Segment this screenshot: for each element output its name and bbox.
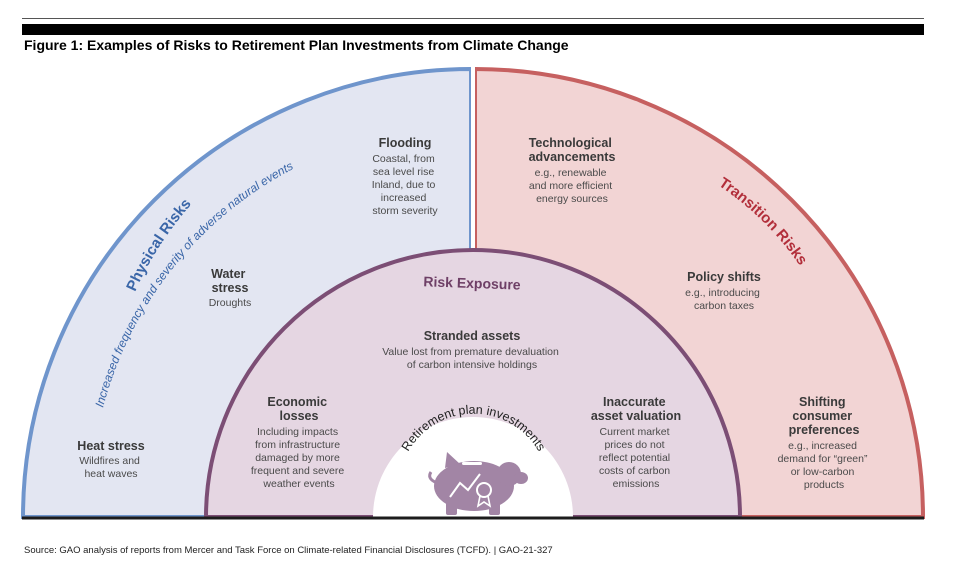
asset-valuation-exposure: Inaccurate asset valuation Current marke… (591, 395, 681, 490)
flooding-desc: Coastal, from sea level rise Inland, due… (372, 153, 439, 217)
economic-desc: Including impacts from infrastructure da… (251, 426, 347, 490)
water-stress-risk: Water stress Droughts (209, 267, 252, 309)
policy-shifts-risk: Policy shifts e.g., introducing carbon t… (685, 270, 763, 312)
consumer-title: Shifting consumer preferences (789, 395, 860, 437)
water-stress-desc: Droughts (209, 297, 252, 309)
economic-losses-exposure: Economic losses Including impacts from i… (251, 395, 347, 490)
stranded-title: Stranded assets (424, 329, 521, 343)
stranded-desc: Value lost from premature devaluation of… (382, 346, 562, 371)
valuation-desc: Current market prices do not reflect pot… (599, 426, 673, 490)
valuation-title: Inaccurate asset valuation (591, 395, 681, 423)
policy-title: Policy shifts (687, 270, 761, 284)
heat-stress-title: Heat stress (77, 439, 144, 453)
consumer-preferences-risk: Shifting consumer preferences e.g., incr… (778, 395, 871, 491)
top-rule (22, 18, 924, 19)
economic-title: Economic losses (267, 395, 330, 423)
consumer-desc: e.g., increased demand for “green” or lo… (778, 440, 871, 491)
stranded-assets-exposure: Stranded assets Value lost from prematur… (382, 329, 562, 371)
figure-title: Figure 1: Examples of Risks to Retiremen… (24, 37, 569, 53)
heat-stress-desc: Wildfires and heat waves (79, 455, 143, 480)
heat-stress-risk: Heat stress Wildfires and heat waves (77, 439, 144, 480)
tech-desc: e.g., renewable and more efficient energ… (529, 167, 615, 205)
water-stress-title: Water stress (211, 267, 249, 295)
flooding-risk: Flooding Coastal, from sea level rise In… (372, 136, 439, 217)
tech-title: Technological advancements (529, 136, 616, 164)
title-bar-rule (22, 24, 924, 35)
policy-desc: e.g., introducing carbon taxes (685, 287, 763, 312)
risk-exposure-title: Risk Exposure (423, 273, 521, 292)
risk-exposure-ring (203, 248, 743, 519)
technological-advancements-risk: Technological advancements e.g., renewab… (529, 136, 616, 205)
flooding-title: Flooding (379, 136, 432, 150)
source-note: Source: GAO analysis of reports from Mer… (24, 545, 553, 556)
piggy-bank-icon (428, 452, 528, 515)
